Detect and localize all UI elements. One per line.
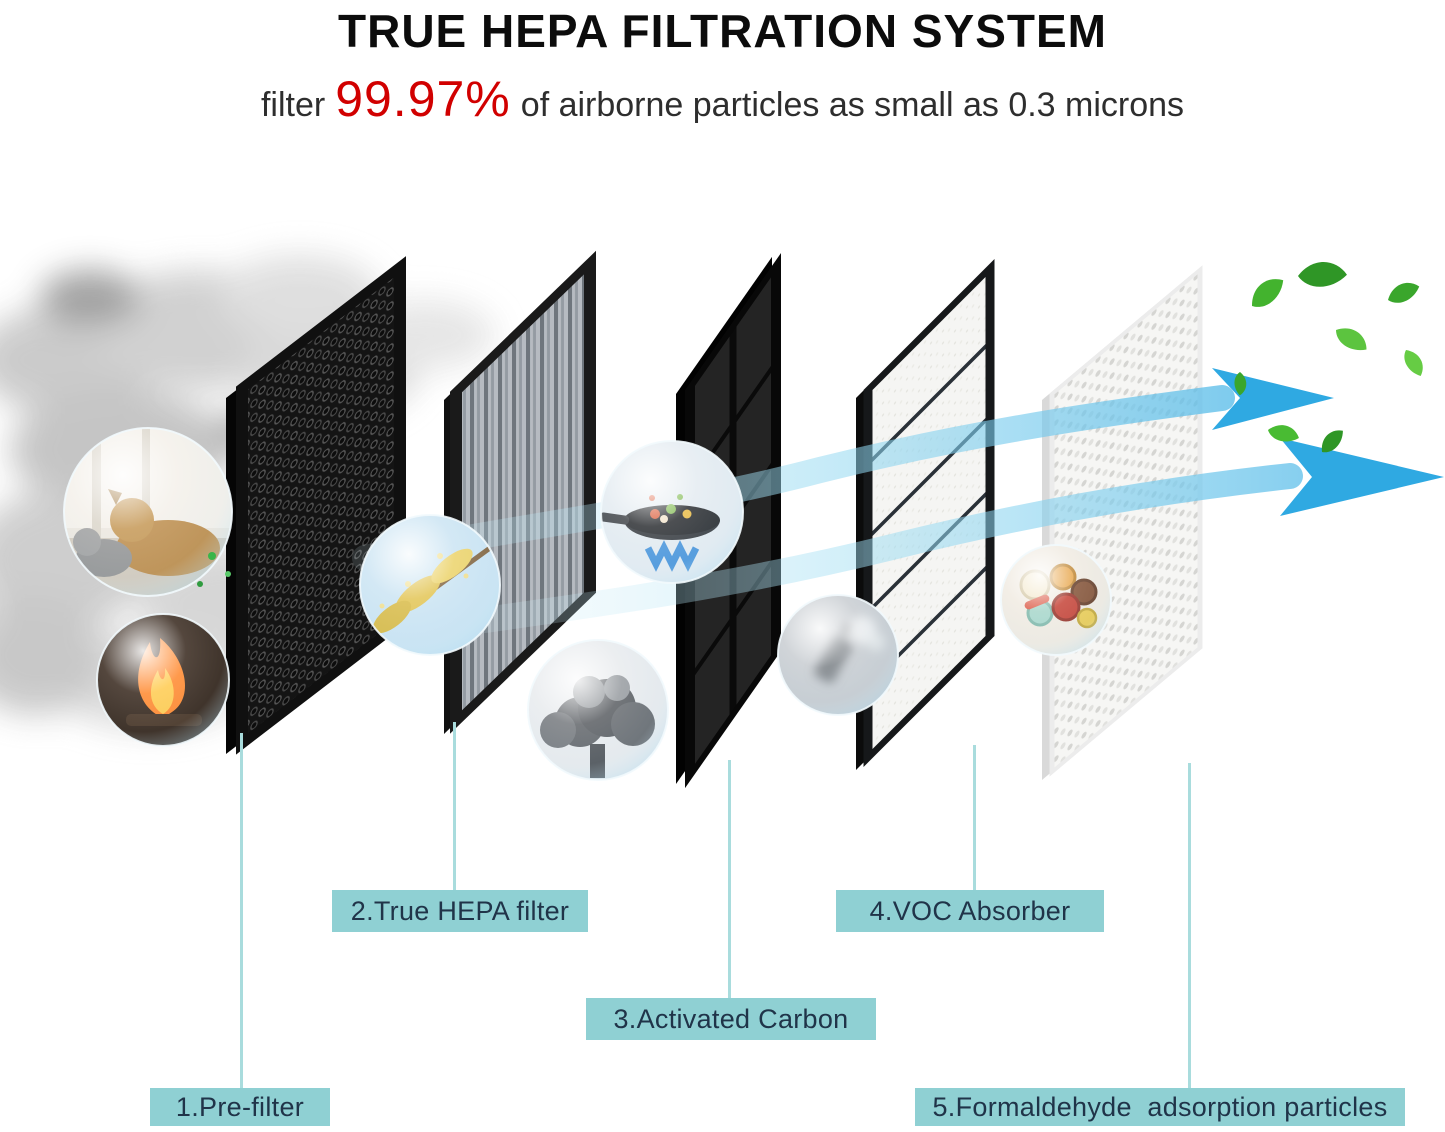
connector-voc xyxy=(973,745,976,890)
label-voc-absorber: 4.VOC Absorber xyxy=(836,890,1104,932)
arrowhead-lower xyxy=(1280,438,1444,516)
connector-pre-filter xyxy=(240,733,243,1088)
label-activated-carbon: 3.Activated Carbon xyxy=(586,998,876,1040)
smog-bubble xyxy=(527,639,669,781)
subtitle: filter 99.97% of airborne particles as s… xyxy=(0,70,1445,128)
pre-filter-honeycomb-panel xyxy=(226,256,406,755)
label-formaldehyde: 5.Formaldehyde adsorption particles xyxy=(915,1088,1405,1126)
spray-voc-bubble xyxy=(777,594,899,716)
subtitle-prefix: filter xyxy=(260,86,326,124)
fire-smoke-bubble xyxy=(96,613,230,747)
clean-particle-dots xyxy=(197,552,231,587)
green-leaves xyxy=(1232,258,1427,456)
paint-fumes-bubble xyxy=(1000,544,1112,656)
label-hepa-filter: 2.True HEPA filter xyxy=(332,890,588,932)
cooking-fumes-bubble xyxy=(600,440,744,584)
page-title: TRUE HEPA FILTRATION SYSTEM xyxy=(338,5,1107,57)
connector-formaldehyde xyxy=(1188,763,1191,1088)
formaldehyde-adsorption-panel xyxy=(1042,265,1203,780)
pet-dander-bubble xyxy=(63,427,233,597)
pollen-bubble xyxy=(359,514,501,656)
percent-highlight: 99.97% xyxy=(335,71,511,127)
connector-carbon xyxy=(728,760,731,998)
connector-hepa xyxy=(453,722,456,890)
subtitle-suffix: of airborne particles as small as 0.3 mi… xyxy=(520,86,1185,124)
label-pre-filter: 1.Pre-filter xyxy=(150,1088,330,1126)
